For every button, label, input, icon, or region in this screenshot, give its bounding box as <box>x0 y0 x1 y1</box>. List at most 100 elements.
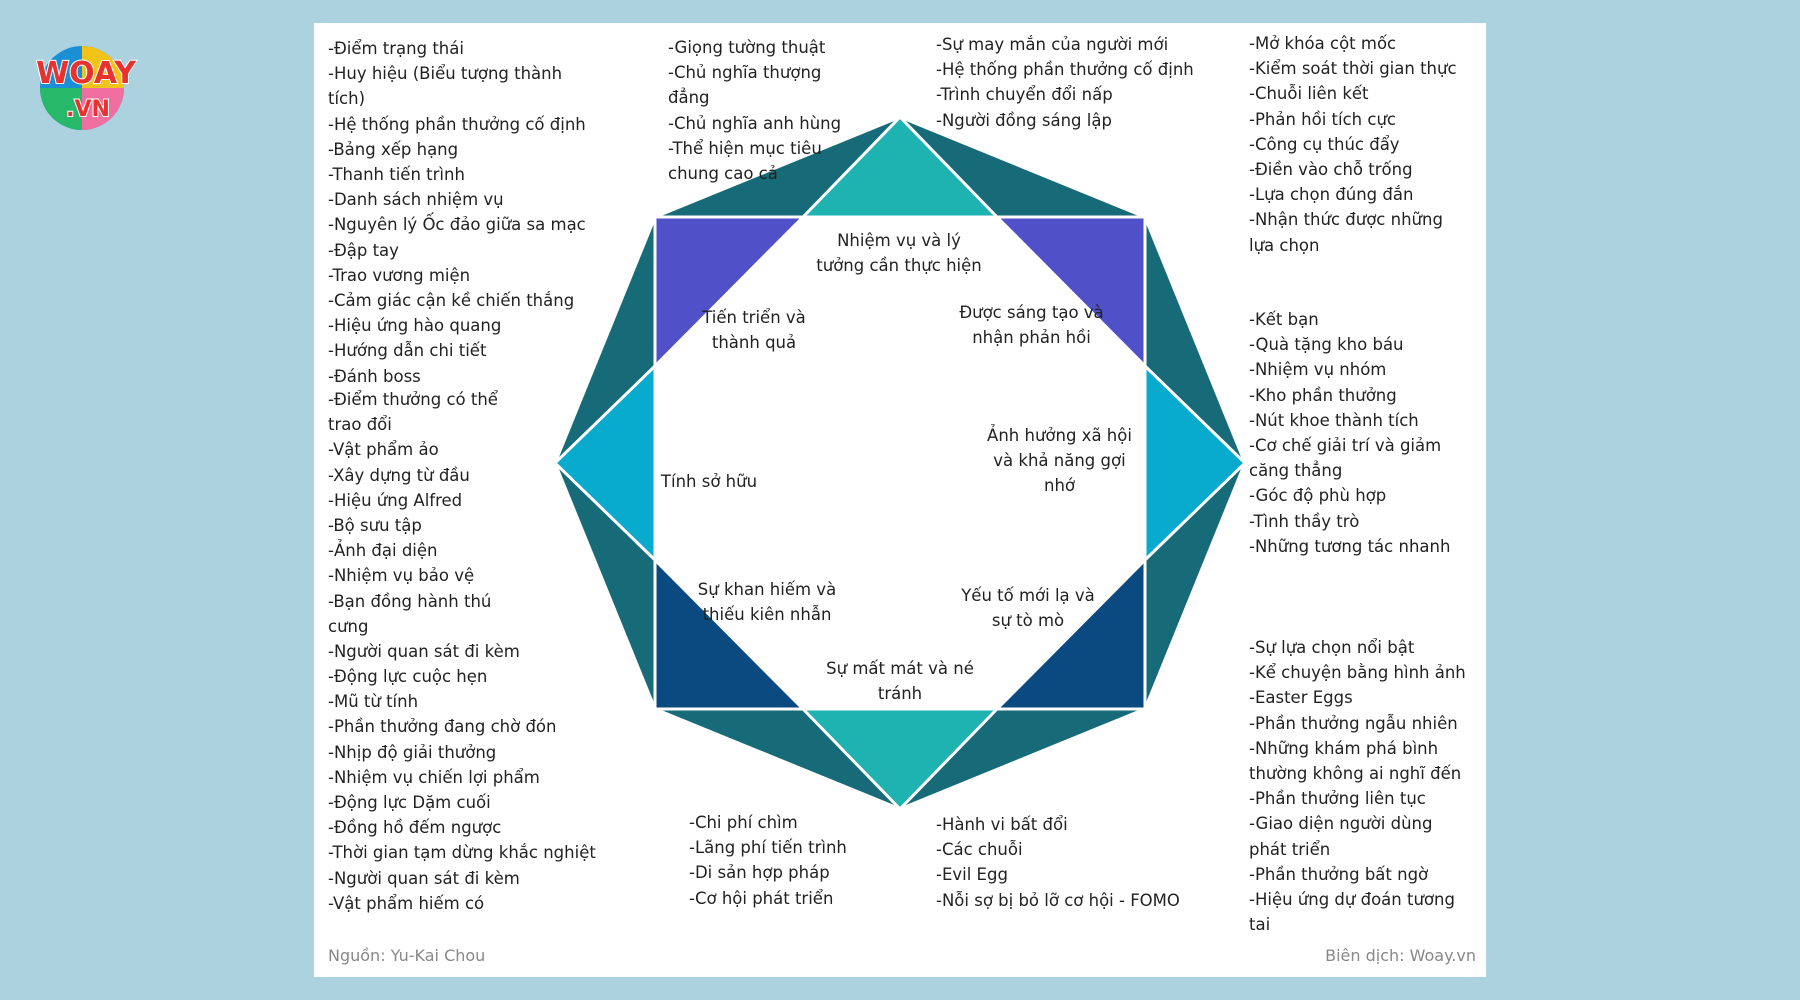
list-item: -Những khám phá bình thường không ai ngh… <box>1249 738 1462 784</box>
list-item: -Đánh boss <box>328 366 421 386</box>
list-item: -Easter Eggs <box>1249 688 1353 708</box>
list-item: -Góc độ phù hợp <box>1249 486 1387 506</box>
list-item: -Phản hồi tích cực <box>1249 109 1396 129</box>
list-item: -Lựa chọn đúng đắn <box>1249 185 1414 205</box>
list-item: -Nhiệm vụ nhóm <box>1249 360 1387 380</box>
triangle-top <box>803 117 997 217</box>
diagram-card: Nhiệm vụ và lý tưởng cần thực hiện Được … <box>314 23 1486 977</box>
list-bottom-center-left: -Chi phí chìm-Lãng phí tiến trình-Di sản… <box>689 810 889 911</box>
list-left-3: -Động lực cuộc hẹn -Mũ từ tính -Phần thưởn… <box>328 664 598 916</box>
list-item: -Chi phí chìm <box>689 813 798 832</box>
list-item: -Kết bạn <box>1249 310 1319 329</box>
category-top-right: Được sáng tạo và nhận phản hồi <box>959 303 1104 347</box>
list-item: -Cảm giác cận kề chiến thắng <box>328 291 575 311</box>
category-left: Tính sở hữu <box>660 472 758 491</box>
list-item: -Kiểm soát thời gian thực <box>1249 59 1457 79</box>
category-bottom-right: Yếu tố mới lạ và sự tò mò <box>961 586 1095 630</box>
list-item: -Thể hiện mục tiêu chung cao cả <box>668 138 822 184</box>
octagon-diagram <box>552 114 1248 812</box>
list-item: -Sự may mắn của người mới <box>936 35 1169 54</box>
list-item: -Huy hiệu (Biểu tượng thành tích) <box>328 64 563 109</box>
list-item: -Công cụ thúc đẩy <box>1249 134 1400 154</box>
list-item: -Ảnh đại diện <box>328 541 438 561</box>
list-item: -Thanh tiến trình <box>328 165 465 185</box>
list-item: -Hiệu ứng Alfred <box>328 490 463 510</box>
list-item: -Các chuỗi <box>936 840 1023 860</box>
footer-source: Nguồn: Yu-Kai Chou <box>328 946 486 965</box>
list-item: -Danh sách nhiệm vụ <box>328 190 504 210</box>
list-item: -Đập tay <box>328 240 399 260</box>
list-top-center-right: -Sự may mắn của người mới -Hệ thống phần … <box>936 32 1196 133</box>
list-item: -Mở khóa cột mốc <box>1249 34 1397 53</box>
list-item: -Giao diện người dùng phát triển <box>1249 814 1433 859</box>
list-item: -Nhiệm vụ bảo vệ <box>328 566 475 586</box>
category-top-left: Tiến triển và thành quả <box>702 308 806 352</box>
list-item: -Vật phẩm ảo <box>328 440 439 460</box>
category-bottom: Sự mất mát và né tránh <box>826 659 974 703</box>
list-item: -Sự lựa chọn nổi bật <box>1249 638 1415 657</box>
list-item: -Người quan sát đi kèm <box>328 642 520 662</box>
list-item: -Phần thưởng bất ngờ <box>1249 864 1429 884</box>
list-item: -Cơ hội phát triển <box>689 888 834 908</box>
list-item: -Đồng hồ đếm ngược <box>328 818 502 838</box>
list-item: -Phần thưởng đang chờ đón <box>328 717 557 737</box>
list-item: -Vật phẩm hiếm có <box>328 893 485 913</box>
list-item: -Động lực cuộc hẹn <box>328 667 488 686</box>
list-item: -Kể chuyện bằng hình ảnh <box>1249 663 1466 683</box>
list-item: -Hướng dẫn chi tiết <box>328 341 487 361</box>
list-item: -Chuỗi liên kết <box>1249 84 1369 104</box>
list-item: -Nhịp độ giải thưởng <box>328 742 497 762</box>
list-item: -Kho phần thưởng <box>1249 385 1397 405</box>
list-item: -Hiệu ứng dự đoán tương tai <box>1249 890 1455 935</box>
triangle-bottom <box>803 709 997 809</box>
list-item: -Giọng tường thuật <box>668 38 826 57</box>
triangle-left <box>555 366 655 560</box>
list-item: -Điểm thưởng có thể trao đổi <box>328 390 498 435</box>
triangle-right <box>1145 366 1245 560</box>
list-item: -Điền vào chỗ trống <box>1249 160 1413 180</box>
logo-text-top: WOAY <box>36 56 137 91</box>
list-item: -Xây dựng từ đầu <box>328 465 470 485</box>
list-item: -Hiệu ứng hào quang <box>328 316 502 336</box>
list-item: -Hệ thống phần thưởng cố định <box>936 60 1194 80</box>
list-item: -Tình thầy trò <box>1249 511 1360 531</box>
list-item: -Trao vương miện <box>328 265 471 285</box>
list-right-2: -Kết bạn -Quà tặng kho báu -Nhiệm vụ nhóm -… <box>1249 307 1464 559</box>
list-item: -Mũ từ tính <box>328 692 419 712</box>
list-item: -Nhiệm vụ chiến lợi phẩm <box>328 767 540 787</box>
footer-translator: Biên dịch: Woay.vn <box>1325 946 1476 965</box>
list-item: -Những tương tác nhanh <box>1249 536 1451 556</box>
list-item: -Người đồng sáng lập <box>936 110 1112 130</box>
category-bottom-left: Sự khan hiếm và thiếu kiên nhẫn <box>697 580 837 624</box>
list-item: -Bộ sưu tập <box>328 516 422 536</box>
list-item: -Trình chuyển đổi nấp <box>936 85 1113 105</box>
inner-square <box>655 217 1145 709</box>
list-right-1: -Mở khóa cột mốc -Kiểm soát thời gian thự… <box>1249 31 1464 258</box>
list-bottom-center-right: -Hành vi bất đổi -Các chuỗi -Evil Egg -Nỗi … <box>936 812 1196 913</box>
list-item: -Nguyên lý Ốc đảo giữa sa mạc <box>328 215 586 235</box>
list-item: -Hệ thống phần thưởng cố định <box>328 114 586 134</box>
list-top-center-left: -Giọng tường thuật -Chủ nghĩa thượng đẳng… <box>668 35 858 186</box>
list-item: -Thời gian tạm dừng khắc nghiệt <box>328 843 596 863</box>
list-item: -Phần thưởng liên tục <box>1249 789 1426 809</box>
list-item: -Bạn đồng hành thú cưng <box>328 591 492 636</box>
list-right-3: -Sự lựa chọn nổi bật -Kể chuyện bằng hình… <box>1249 635 1474 937</box>
category-top: Nhiệm vụ và lý tưởng cần thực hiện <box>816 231 982 275</box>
list-item: -Người quan sát đi kèm <box>328 868 520 888</box>
list-item: -Nỗi sợ bị bỏ lỡ cơ hội - FOMO <box>936 890 1180 910</box>
list-item: -Chủ nghĩa thượng đẳng <box>668 63 822 108</box>
list-left-1: -Điểm trạng thái-Huy hiệu (Biểu tượng th… <box>328 36 598 389</box>
list-item: -Nhận thức được những lựa chọn <box>1249 210 1443 255</box>
list-item: -Bảng xếp hạng <box>328 139 459 159</box>
list-item: -Hành vi bất đổi <box>936 815 1068 834</box>
divider-lines <box>552 114 1248 812</box>
list-item: -Nút khoe thành tích <box>1249 410 1419 430</box>
woay-logo: WOAY .VN <box>35 46 138 130</box>
list-item: -Chủ nghĩa anh hùng <box>668 113 842 133</box>
list-item: -Phần thưởng ngẫu nhiên <box>1249 713 1458 733</box>
list-item: -Động lực Dặm cuối <box>328 793 491 813</box>
list-item: -Lãng phí tiến trình <box>689 838 847 858</box>
list-left-2: -Điểm thưởng có thể trao đổi -Vật phẩm ảo… <box>328 387 528 664</box>
list-item: -Quà tặng kho báu <box>1249 335 1404 355</box>
list-item: -Evil Egg <box>936 865 1008 885</box>
